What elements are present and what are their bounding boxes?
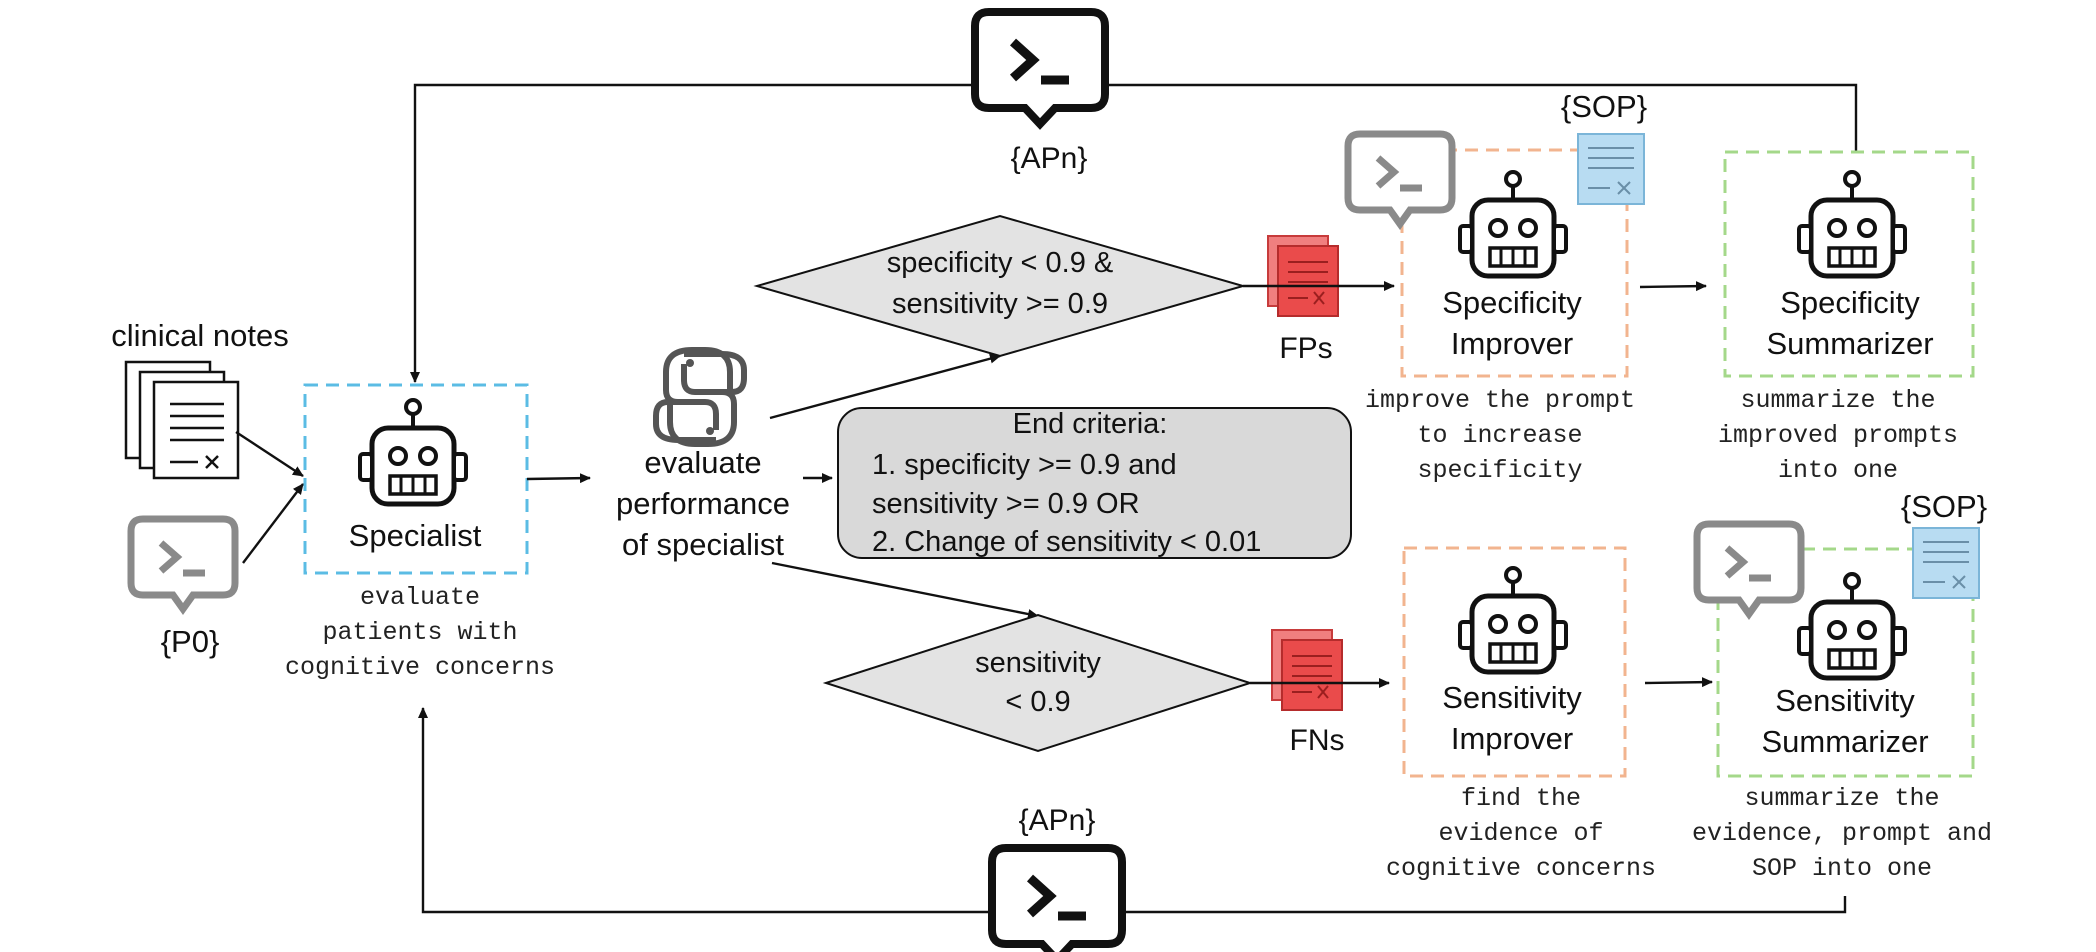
specificity-improver-to-summarizer-arrow xyxy=(1639,281,1707,292)
specificity-improver-box xyxy=(1400,148,1629,378)
specialist-title: Specialist xyxy=(349,518,482,553)
end-criteria-box xyxy=(837,407,1352,559)
condition-line: specificity < 0.9 & xyxy=(887,247,1113,279)
sensitivity-condition-diamond xyxy=(822,613,1254,753)
specialist-desc-line: cognitive concerns xyxy=(285,653,555,682)
specificity-improver-title: Specificity Improver xyxy=(1442,285,1582,361)
sensitivity-improver-description: find the evidence of cognitive concerns xyxy=(1386,784,1656,883)
false-negatives-docs-icon xyxy=(1271,629,1343,711)
agent-desc-line: evidence, prompt and xyxy=(1692,819,1992,848)
specificity-improver-robot-icon xyxy=(1460,172,1566,276)
agent-title-line: Sensitivity xyxy=(1775,683,1915,718)
evaluator-to-sensitivity-condition-arrow xyxy=(771,561,1039,619)
specificity-sop-label: {SOP} xyxy=(1561,89,1647,124)
agent-desc-line: into one xyxy=(1778,456,1898,485)
python-logo-icon xyxy=(653,347,747,447)
sensitivity-improver-robot-icon xyxy=(1460,568,1566,672)
specificity-condition-text: specificity < 0.9 & sensitivity >= 0.9 xyxy=(887,247,1113,320)
p0-prompt-icon xyxy=(131,519,235,609)
top-feedback-arrow xyxy=(410,83,1858,383)
top-apn-terminal-icon xyxy=(975,12,1105,124)
evaluator-label-line: evaluate xyxy=(644,445,761,480)
condition-line: < 0.9 xyxy=(1005,686,1070,718)
agent-desc-line: SOP into one xyxy=(1752,854,1932,883)
sensitivity-summarizer-title: Sensitivity Summarizer xyxy=(1761,683,1928,759)
sensitivity-summarizer-description: summarize the evidence, prompt and SOP i… xyxy=(1692,784,1992,883)
condition-line: sensitivity >= 0.9 xyxy=(892,288,1108,320)
sensitivity-improver-box xyxy=(1402,546,1627,778)
specificity-summarizer-robot-icon xyxy=(1799,172,1905,276)
agent-title-line: Specificity xyxy=(1442,285,1582,320)
condition-line: sensitivity xyxy=(975,647,1101,679)
false-positives-docs-icon xyxy=(1267,235,1339,317)
top-apn-label: {APn} xyxy=(1011,142,1088,175)
agent-desc-line: summarize the xyxy=(1740,386,1935,415)
agent-title-line: Sensitivity xyxy=(1442,680,1582,715)
agent-title-line: Specificity xyxy=(1780,285,1920,320)
fns-label: FNs xyxy=(1290,724,1345,757)
evaluator-label-line: performance xyxy=(616,486,790,521)
agent-desc-line: to increase xyxy=(1417,421,1582,450)
agent-title-line: Improver xyxy=(1451,721,1573,756)
specificity-improver-description: improve the prompt to increase specifici… xyxy=(1365,386,1635,485)
end-criteria-line: 1. specificity >= 0.9 and xyxy=(872,449,1177,481)
evaluator-label-line: of specialist xyxy=(622,527,784,562)
sensitivity-summarizer-robot-icon xyxy=(1799,574,1905,678)
fps-label: FPs xyxy=(1279,332,1332,365)
agent-desc-line: summarize the xyxy=(1744,784,1939,813)
p0-label: {P0} xyxy=(161,624,220,659)
bottom-feedback-arrow xyxy=(418,707,1847,914)
sensitivity-improver-title: Sensitivity Improver xyxy=(1442,680,1582,756)
specificity-summarizer-description: summarize the improved prompts into one xyxy=(1718,386,1958,485)
end-criteria-list: 1. specificity >= 0.9 and sensitivity >=… xyxy=(872,449,1261,558)
agent-title-line: Summarizer xyxy=(1761,724,1928,759)
sensitivity-improver-to-summarizer-arrow xyxy=(1644,677,1713,688)
end-criteria-line: sensitivity >= 0.9 OR xyxy=(872,488,1140,520)
sensitivity-summarizer-box xyxy=(1716,547,1975,778)
sensitivity-sop-label: {SOP} xyxy=(1901,489,1987,524)
summarizer-prompt-icon xyxy=(1697,524,1801,614)
agent-desc-line: find the xyxy=(1461,784,1581,813)
agent-desc-line: improve the prompt xyxy=(1365,386,1635,415)
improver-prompt-icon xyxy=(1348,134,1452,224)
evaluator-label: evaluate performance of specialist xyxy=(616,445,790,562)
agent-title-line: Summarizer xyxy=(1766,326,1933,361)
specificity-sop-doc-icon xyxy=(1577,133,1645,205)
prompt-to-specialist-arrow xyxy=(242,483,304,564)
agent-title-line: Improver xyxy=(1451,326,1573,361)
agent-desc-line: evidence of xyxy=(1438,819,1603,848)
sensitivity-sop-doc-icon xyxy=(1912,527,1980,599)
notes-to-specialist-arrow xyxy=(235,430,304,478)
end-criteria-title: End criteria: xyxy=(1013,408,1168,440)
specificity-condition-diamond xyxy=(753,214,1247,358)
specialist-description: evaluate patients with cognitive concern… xyxy=(285,583,555,682)
specificity-summarizer-box xyxy=(1723,150,1975,378)
specialist-to-evaluator-arrow xyxy=(526,473,591,484)
specialist-desc-line: evaluate xyxy=(360,583,480,612)
end-criteria-line: 2. Change of sensitivity < 0.01 xyxy=(872,526,1261,558)
clinical-notes-label: clinical notes xyxy=(111,318,288,353)
sensitivity-condition-text: sensitivity < 0.9 xyxy=(975,647,1101,718)
agent-desc-line: specificity xyxy=(1417,456,1582,485)
agent-desc-line: cognitive concerns xyxy=(1386,854,1656,883)
specialist-robot-icon xyxy=(360,400,466,504)
clinical-notes-icon xyxy=(124,360,240,480)
evaluator-to-specificity-condition-arrow xyxy=(769,353,1001,420)
specialist-desc-line: patients with xyxy=(322,618,517,647)
agent-desc-line: improved prompts xyxy=(1718,421,1958,450)
specificity-summarizer-title: Specificity Summarizer xyxy=(1766,285,1933,361)
bottom-apn-label: {APn} xyxy=(1019,804,1096,837)
bottom-apn-terminal-icon xyxy=(992,848,1122,952)
